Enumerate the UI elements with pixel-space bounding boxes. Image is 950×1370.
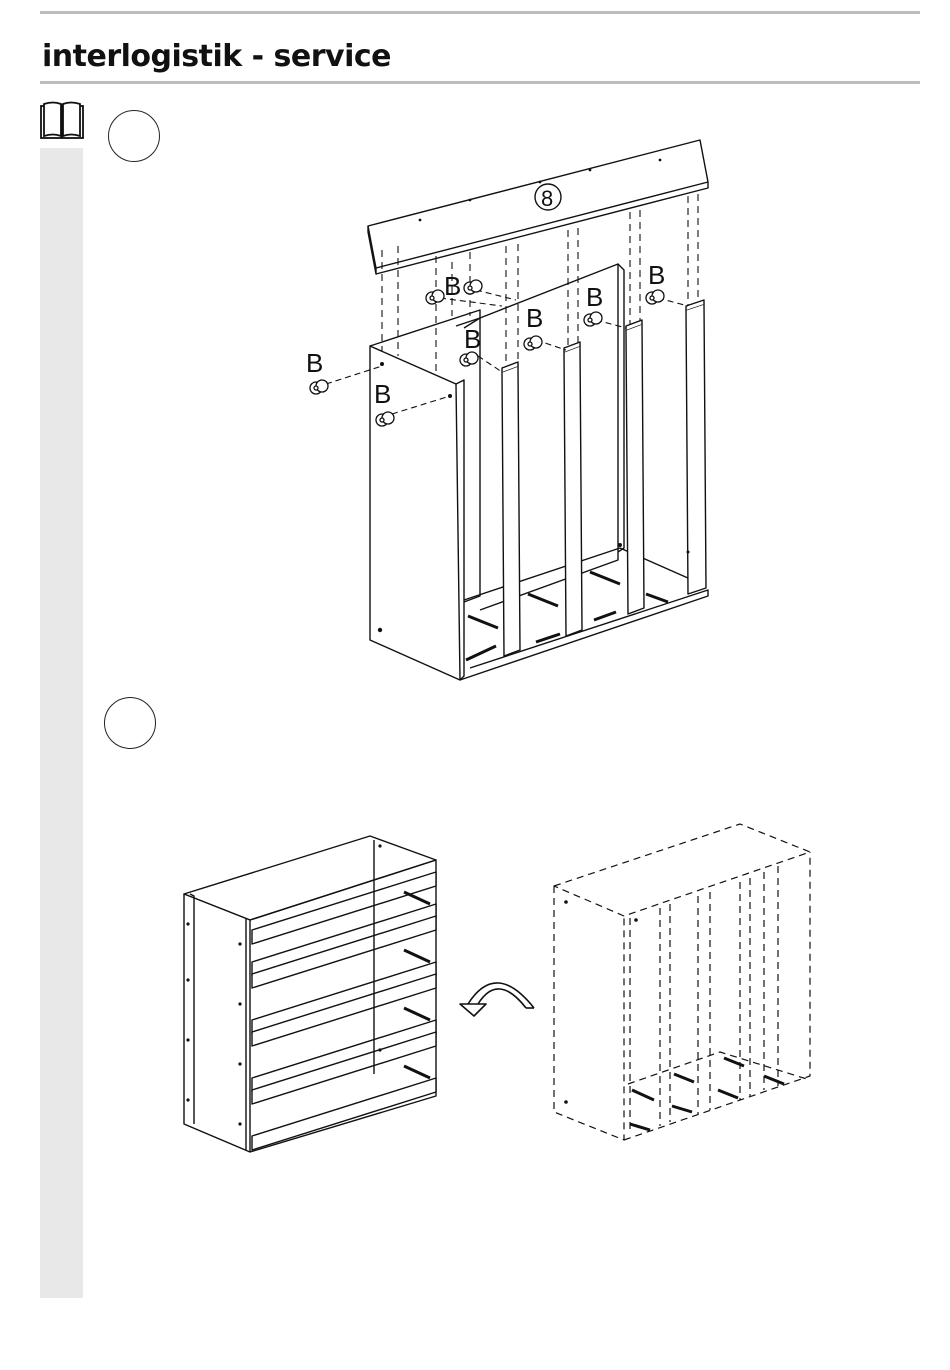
fitting-label-b: B	[374, 379, 391, 409]
vertical-divider-4	[686, 300, 706, 594]
part-number-label: 8	[541, 186, 553, 211]
vertical-divider-2	[564, 342, 582, 636]
fitting-label-b: B	[648, 260, 665, 290]
fitting-label-b: B	[444, 271, 461, 301]
back-panel	[480, 264, 624, 610]
vertical-divider-1	[502, 362, 520, 656]
assembled-cabinet	[184, 836, 436, 1152]
rotate-arrow-icon	[460, 983, 534, 1016]
fitting-label-b: B	[526, 303, 543, 333]
fitting-label-b: B	[464, 324, 481, 354]
fitting-label-b: B	[306, 348, 323, 378]
bottom-panel	[460, 548, 708, 680]
top-panel-part-8	[368, 140, 708, 274]
cam-fitting-b	[310, 280, 664, 426]
fitting-label-b: B	[586, 282, 603, 312]
cabinet-phantom-view	[554, 824, 810, 1140]
vertical-divider-3	[626, 320, 644, 614]
